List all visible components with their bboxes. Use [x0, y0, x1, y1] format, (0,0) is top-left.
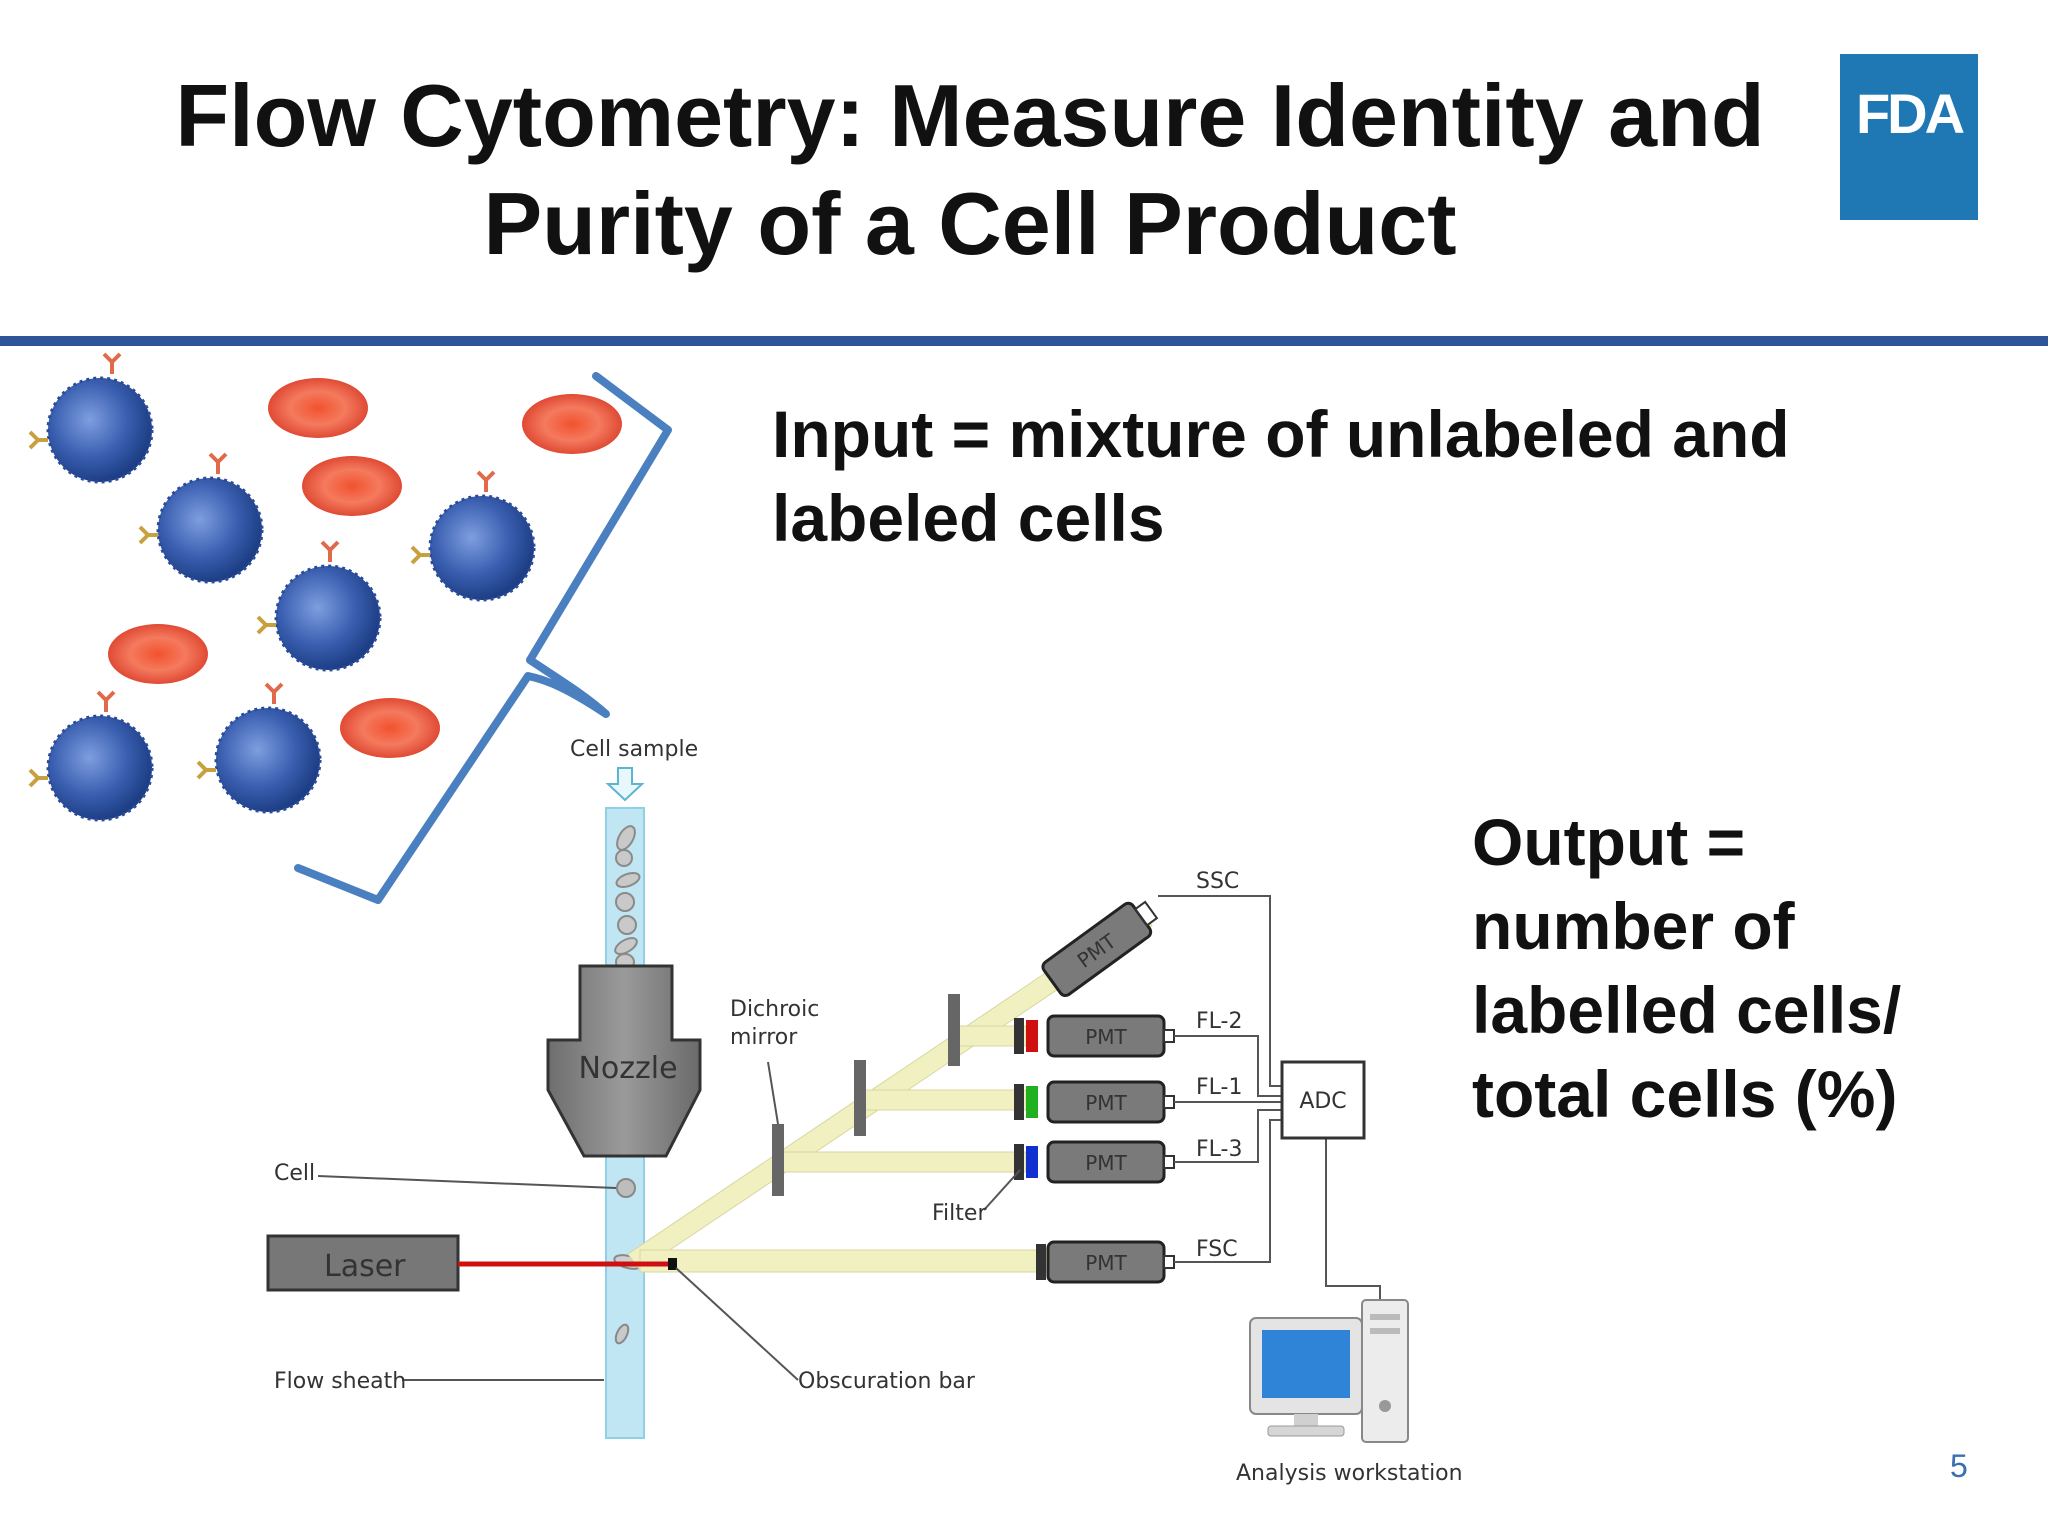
- adc-box: [1280, 1060, 1366, 1140]
- dichroic-mirror-label-line-2: mirror: [730, 1025, 798, 1050]
- red-blood-cell: [522, 394, 622, 454]
- fl2-filter: [1026, 1020, 1038, 1052]
- analysis-workstation-icon: [1249, 1299, 1409, 1443]
- pmt-label: PMT: [1085, 1091, 1127, 1115]
- output-description: Output = number of labelled cells/ total…: [1472, 800, 1992, 1136]
- slide-title: Flow Cytometry: Measure Identity and Pur…: [100, 62, 1840, 278]
- leader-lines: [317, 1061, 1021, 1381]
- slide-title-line-1: Flow Cytometry: Measure Identity and: [175, 66, 1765, 165]
- red-blood-cell: [268, 378, 368, 438]
- fda-logo: FDA: [1840, 54, 1978, 220]
- fl1-filter: [1026, 1086, 1038, 1118]
- red-blood-cell: [340, 698, 440, 758]
- obscuration-bar-label: Obscuration bar: [798, 1369, 976, 1394]
- fl2-label: FL-2: [1196, 1009, 1242, 1034]
- detector-housing: [1036, 1244, 1046, 1280]
- red-blood-cell: [302, 456, 402, 516]
- input-line-1: Input = mixture of unlabeled and: [772, 397, 1790, 471]
- dichroic-mirror-label-line-1: Dichroic: [730, 997, 819, 1022]
- detector-housing: [1014, 1084, 1024, 1120]
- red-blood-cell: [108, 624, 208, 684]
- nozzle: [546, 964, 702, 1158]
- detector-housing: [1014, 1018, 1024, 1054]
- filter-label: Filter: [932, 1201, 987, 1226]
- fl3-filter: [1026, 1146, 1038, 1178]
- adc-label: ADC: [1299, 1089, 1346, 1114]
- output-line-1: Output =: [1472, 805, 1746, 879]
- output-line-4: total cells (%): [1472, 1057, 1898, 1131]
- t-cell: [138, 452, 264, 584]
- pmt-label: PMT: [1085, 1151, 1127, 1175]
- t-cell: [28, 690, 154, 822]
- ssc-label: SSC: [1196, 869, 1239, 894]
- pmt-label: PMT: [1085, 1251, 1127, 1275]
- sample-cells-in-channel: [614, 825, 641, 971]
- slide-title-line-2: Purity of a Cell Product: [483, 174, 1457, 273]
- output-line-3: labelled cells/: [1472, 973, 1902, 1047]
- t-cell: [28, 352, 154, 484]
- t-cell: [256, 540, 382, 672]
- pmt-label: PMT: [1085, 1025, 1127, 1049]
- cell-label: Cell: [274, 1161, 315, 1186]
- dichroic-mirrors: [772, 994, 960, 1196]
- input-line-2: labeled cells: [772, 481, 1165, 555]
- pmt-fl2: PMT: [1046, 1014, 1175, 1058]
- detector-housing: [1014, 1144, 1024, 1180]
- fl1-label: FL-1: [1196, 1075, 1242, 1100]
- detected-cell: [616, 1178, 636, 1198]
- exiting-cell: [614, 1323, 630, 1345]
- pmt-fl1: PMT: [1046, 1080, 1175, 1124]
- laser-label: Laser: [324, 1249, 406, 1284]
- obscuration-bar: [668, 1258, 677, 1270]
- mixture-bracket: [294, 372, 672, 904]
- pmt-fsc: PMT: [1046, 1240, 1175, 1284]
- laser: [266, 1234, 460, 1292]
- fsc-label: FSC: [1196, 1237, 1238, 1262]
- page-number: 5: [1950, 1448, 1968, 1484]
- pmt-ssc: PMT: [1041, 900, 1159, 998]
- pmt-fl3: PMT: [1046, 1140, 1175, 1184]
- nozzle-label: Nozzle: [578, 1051, 677, 1086]
- title-divider: [0, 336, 2048, 346]
- t-cell: [196, 682, 322, 814]
- output-line-2: number of: [1472, 889, 1795, 963]
- cell-sample-label: Cell sample: [570, 737, 698, 762]
- analysis-workstation-label: Analysis workstation: [1236, 1461, 1463, 1486]
- flow-sheath-label: Flow sheath: [274, 1369, 406, 1394]
- t-cell: [410, 470, 536, 602]
- input-description: Input = mixture of unlabeled and labeled…: [772, 392, 1972, 560]
- cell-sample-arrow-icon: [605, 767, 645, 802]
- signal-wires: [1158, 895, 1381, 1300]
- fl3-label: FL-3: [1196, 1137, 1242, 1162]
- cell-mixture-illustration: [28, 352, 622, 822]
